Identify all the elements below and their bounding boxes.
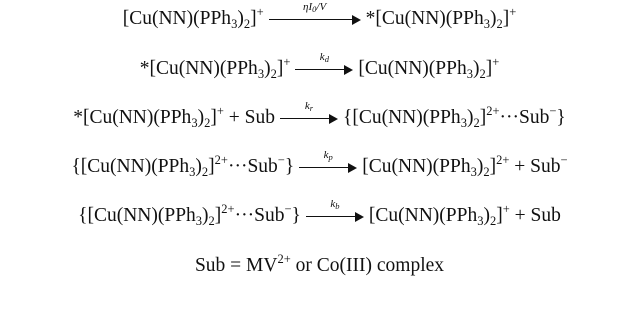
product: *[Cu(NN)(PPh3)2]+: [365, 5, 517, 31]
arrow-label-kp: kp: [323, 148, 333, 162]
equation-separation: {[Cu(NN)(PPh3)2]2+···Sub−} kp [Cu(NN)(PPh3…: [0, 149, 639, 180]
ion-pair: {[Cu(NN)(PPh3)2]2+···Sub−}: [71, 153, 295, 179]
arrow-label-kr: kr: [304, 99, 314, 113]
equation-decay: *[Cu(NN)(PPh3)2]+ kd [Cu(NN)(PPh3)2]+: [0, 51, 639, 82]
ion-pair: {[Cu(NN)(PPh3)2]2+···Sub−}: [342, 104, 566, 130]
reactant: *[Cu(NN)(PPh3)2]+: [139, 55, 291, 81]
arrow-label-kb: kb: [330, 197, 340, 211]
equation-excitation: [Cu(NN)(PPh3)2]+ ηI0/V *[Cu(NN)(PPh3)2]+: [0, 1, 639, 32]
reaction-arrow-kr: kr: [279, 100, 338, 131]
reaction-arrow-kd: kd: [295, 51, 354, 82]
reaction-arrow-kp: kp: [299, 149, 358, 180]
ion-pair: {[Cu(NN)(PPh3)2]2+···Sub−}: [78, 202, 301, 228]
reactant: *[Cu(NN)(PPh3)2]+: [73, 104, 224, 130]
products: [Cu(NN)(PPh3)2]+ + Sub: [368, 202, 561, 228]
product: [Cu(NN)(PPh3)2]+: [358, 55, 500, 81]
reaction-arrow-excitation: ηI0/V: [268, 1, 361, 32]
substrate-definition: Sub = MV2+ or Co(III) complex: [194, 252, 445, 276]
reaction-arrow-kb: kb: [305, 198, 364, 229]
arrow-label-kd: kd: [319, 50, 329, 64]
equation-back-transfer: {[Cu(NN)(PPh3)2]2+···Sub−} kb [Cu(NN)(PPh3…: [0, 198, 639, 229]
arrow-label-excitation: ηI0/V: [303, 0, 327, 14]
products: [Cu(NN)(PPh3)2]2+ + Sub−: [362, 153, 568, 179]
reactant: [Cu(NN)(PPh3)2]+: [122, 5, 264, 31]
